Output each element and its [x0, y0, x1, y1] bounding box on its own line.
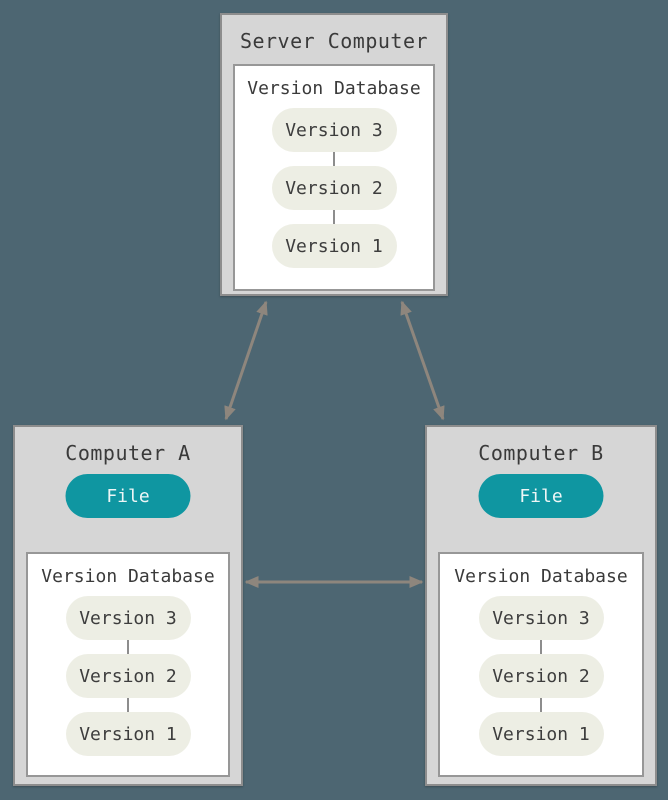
computer-b-version-database-label: Version Database: [454, 566, 628, 587]
version-pill: Version 1: [271, 224, 397, 268]
version-pill: Version 3: [271, 108, 397, 152]
server-version-stack: Version 3 Version 2 Version 1: [271, 108, 397, 268]
computer-b-title: Computer B: [478, 441, 604, 465]
computer-a-box: Computer A File Version Database Version…: [13, 425, 243, 786]
computer-b-file-pill: File: [478, 474, 604, 518]
computer-b-box: Computer B File Version Database Version…: [425, 425, 657, 786]
version-link-line: [333, 152, 335, 166]
computer-b-version-database-panel: Version Database Version 3 Version 2 Ver…: [438, 552, 644, 777]
version-link-line: [127, 698, 129, 712]
arrow-server-to-computer-b: [400, 300, 445, 421]
computer-a-file-pill: File: [65, 474, 191, 518]
computer-b-version-stack: Version 3 Version 2 Version 1: [478, 596, 604, 756]
computer-a-version-stack: Version 3 Version 2 Version 1: [65, 596, 191, 756]
computer-a-version-database-label: Version Database: [41, 566, 215, 587]
version-pill: Version 2: [65, 654, 191, 698]
version-link-line: [540, 698, 542, 712]
computer-a-title: Computer A: [65, 441, 191, 465]
version-pill: Version 1: [65, 712, 191, 756]
version-pill: Version 2: [478, 654, 604, 698]
version-link-line: [540, 640, 542, 654]
server-computer-title: Server Computer: [239, 29, 429, 53]
version-pill: Version 2: [271, 166, 397, 210]
server-computer-box: Server Computer Version Database Version…: [220, 13, 448, 296]
arrow-server-to-computer-a: [224, 300, 268, 421]
version-pill: Version 1: [478, 712, 604, 756]
version-pill: Version 3: [65, 596, 191, 640]
computer-a-version-database-panel: Version Database Version 3 Version 2 Ver…: [26, 552, 230, 777]
version-link-line: [127, 640, 129, 654]
version-pill: Version 3: [478, 596, 604, 640]
server-version-database-label: Version Database: [247, 78, 421, 99]
version-link-line: [333, 210, 335, 224]
server-version-database-panel: Version Database Version 3 Version 2 Ver…: [233, 64, 435, 291]
